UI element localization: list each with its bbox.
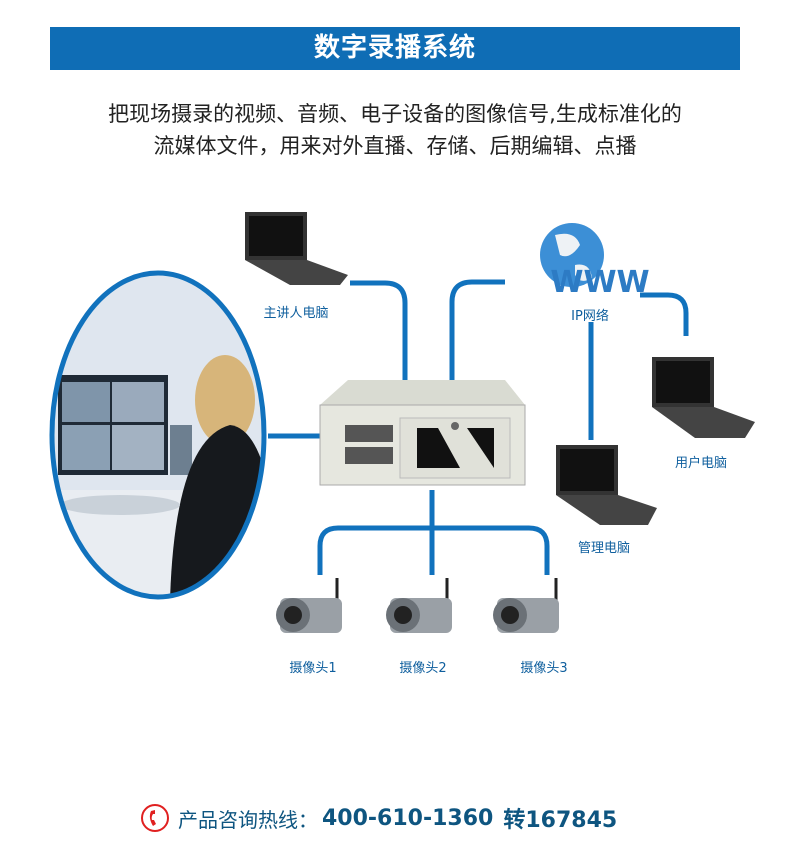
label-camera-3: 摄像头3 (520, 661, 568, 676)
camera-icon-2 (386, 578, 452, 633)
server-icon (319, 380, 526, 486)
admin-laptop-icon (556, 445, 657, 525)
camera-icon-3 (493, 578, 559, 633)
hotline-label: 产品咨询热线： (178, 807, 318, 832)
label-presenter-pc: 主讲人电脑 (263, 306, 329, 321)
camera-icon-1 (276, 578, 342, 633)
label-camera-1: 摄像头1 (289, 661, 337, 676)
video-conference-photo (49, 270, 267, 600)
hotline-extension: 转167845 (503, 808, 618, 833)
hotline-number: 400-610-1360 (322, 805, 494, 831)
label-admin-pc: 管理电脑 (577, 541, 631, 556)
presenter-laptop-icon (245, 212, 348, 285)
intro-line-2: 流媒体文件，用来对外直播、存储、后期编辑、点播 (153, 134, 637, 158)
hotline: 产品咨询热线： 400-610-1360 转167845 (140, 800, 617, 836)
label-camera-2: 摄像头2 (399, 661, 447, 676)
globe-icon: WWW (540, 223, 650, 300)
connection-lines (268, 279, 689, 575)
user-laptop-icon (652, 357, 755, 438)
phone-icon (141, 804, 169, 832)
page-title: 数字录播系统 (50, 27, 740, 70)
intro-line-1: 把现场摄录的视频、音频、电子设备的图像信号,生成标准化的 (108, 102, 682, 126)
www-text: WWW (550, 265, 649, 300)
label-user-pc: 用户电脑 (674, 456, 728, 471)
label-ip-network: IP网络 (571, 309, 609, 324)
